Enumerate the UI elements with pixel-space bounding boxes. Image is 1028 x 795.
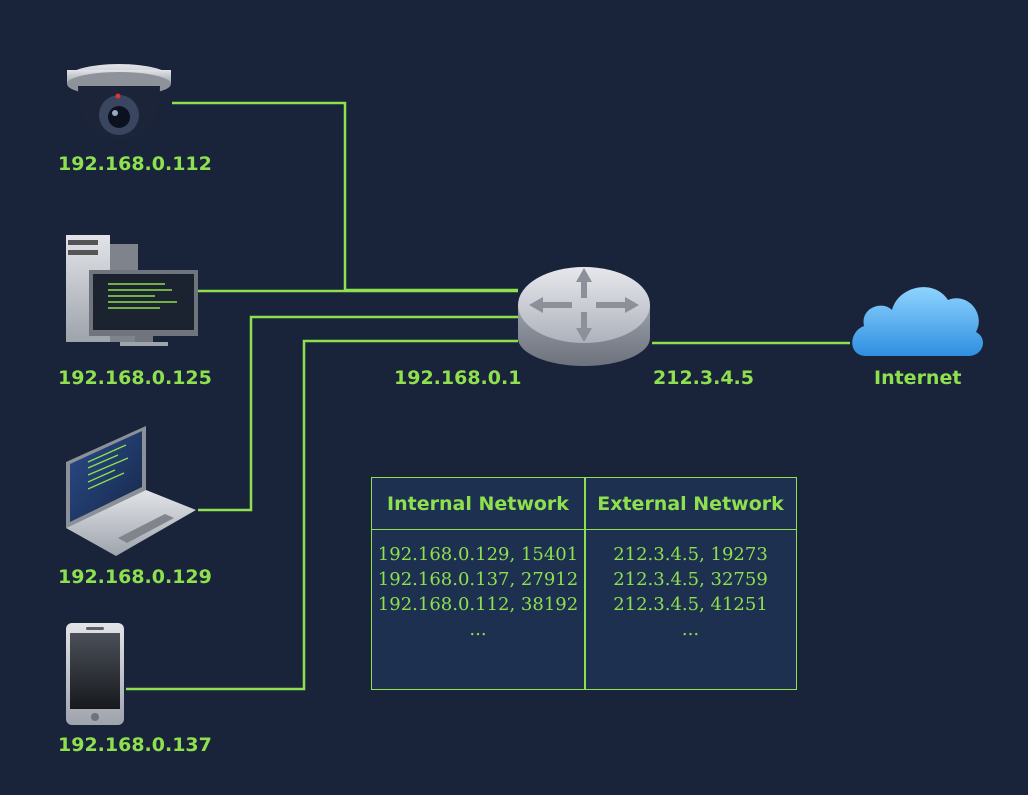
nat-external-column: 212.3.4.5, 19273 212.3.4.5, 32759 212.3.… (585, 530, 796, 689)
laptop-icon (66, 426, 196, 556)
camera-ip-label: 192.168.0.112 (58, 153, 212, 175)
nat-row-internal: 192.168.0.112, 38192 (377, 594, 579, 615)
nat-row-internal: ... (469, 619, 487, 640)
security-camera-icon (67, 64, 171, 140)
router-icon (518, 267, 650, 366)
phone-link (126, 339, 518, 691)
laptop-link (198, 315, 518, 512)
connection-lines (126, 101, 850, 691)
nat-row-external: 212.3.4.5, 32759 (613, 569, 768, 590)
camera-link (172, 101, 518, 292)
nat-row-external: 212.3.4.5, 41251 (613, 594, 768, 615)
internet-label: Internet (874, 367, 962, 389)
phone-ip-label: 192.168.0.137 (58, 734, 212, 756)
router-external-ip-label: 212.3.4.5 (653, 367, 754, 389)
nat-row-internal: 192.168.0.137, 27912 (377, 569, 579, 590)
smartphone-icon (66, 623, 124, 725)
laptop-ip-label: 192.168.0.129 (58, 566, 212, 588)
desktop-ip-label: 192.168.0.125 (58, 367, 212, 389)
nat-row-internal: 192.168.0.129, 15401 (377, 544, 579, 565)
nat-row-external: 212.3.4.5, 19273 (613, 544, 768, 565)
nat-row-external: ... (681, 619, 700, 640)
desktop-computer-icon (66, 235, 198, 346)
nat-header-internal: Internal Network (372, 478, 584, 530)
nat-table-divider (584, 478, 586, 689)
router-internal-ip-label: 192.168.0.1 (394, 367, 522, 389)
nat-table: Internal Network External Network 192.16… (371, 477, 797, 690)
cloud-icon (852, 287, 983, 356)
nat-header-external: External Network (585, 478, 796, 530)
nat-internal-column: 192.168.0.129, 15401 192.168.0.137, 2791… (372, 530, 584, 689)
